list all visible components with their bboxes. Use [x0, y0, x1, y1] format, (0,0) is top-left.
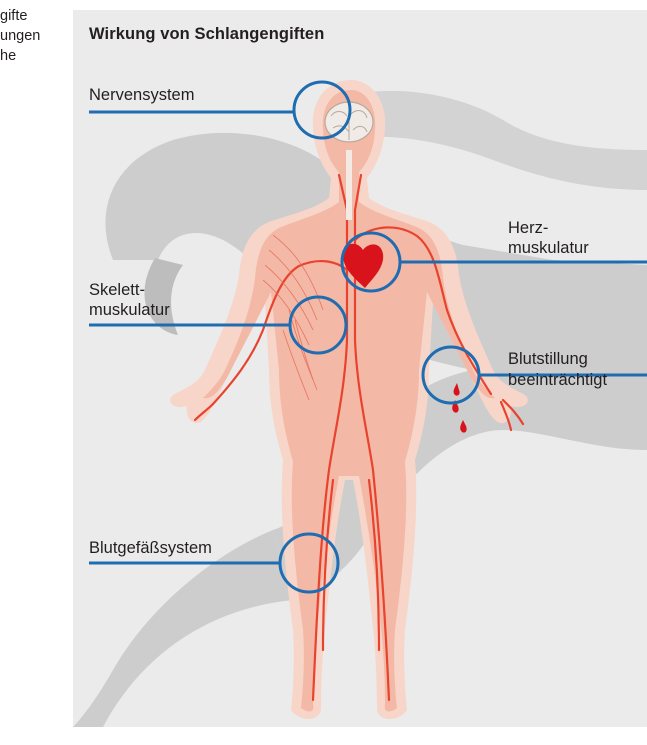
label-skelett-line2: muskulatur — [89, 300, 170, 320]
label-blutstillung-line2: beeinträchtigt — [508, 370, 607, 390]
label-nervensystem: Nervensystem — [89, 85, 194, 105]
label-herz-line1: Herz- — [508, 218, 548, 238]
side-text-line: gifte — [0, 6, 72, 26]
label-blutstillung-line1: Blutstillung — [508, 349, 588, 369]
label-skelett-line1: Skelett- — [89, 280, 145, 300]
label-herz-line2: muskulatur — [508, 238, 589, 258]
side-text-line: he — [0, 46, 72, 66]
infographic-panel: Wirkung von Schlangengiften Nervensystem… — [73, 10, 647, 727]
side-text-line: ungen — [0, 26, 72, 46]
cropped-side-text: gifte ungen he — [0, 6, 72, 66]
label-blutgefaesssystem: Blutgefäßsystem — [89, 538, 212, 558]
infographic-title: Wirkung von Schlangengiften — [89, 25, 324, 44]
